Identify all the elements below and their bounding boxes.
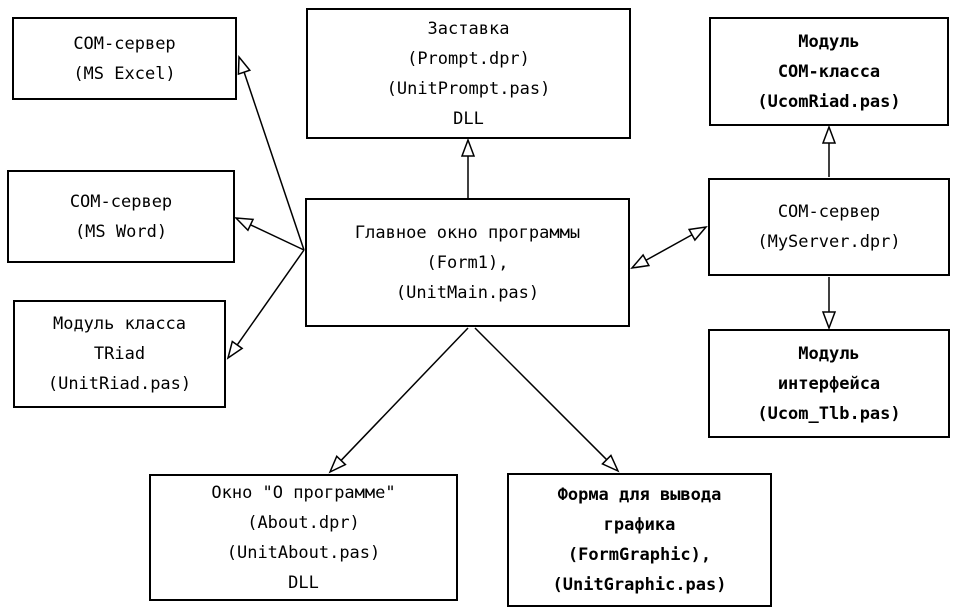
arrowhead-prompt — [460, 137, 476, 157]
node-label-line: Модуль класса — [52, 314, 187, 334]
edge-main-to-myserver — [645, 234, 693, 261]
node-label-line: интерфейса — [777, 373, 881, 394]
node-com-server-myserver: COM-сервер (MyServer.dpr) — [708, 178, 950, 276]
arrowhead-excel — [237, 54, 252, 76]
node-module-interface: Модуль интерфейса (Ucom_Tlb.pas) — [708, 329, 950, 438]
node-label-line: DLL — [453, 108, 484, 129]
node-label-line: (Prompt.dpr) — [407, 48, 530, 69]
arrowhead-word — [234, 217, 255, 232]
node-label-line: графика — [603, 515, 676, 535]
node-label-line: (UnitMain.pas) — [395, 282, 540, 303]
node-label-line: (UnitGraphic.pas) — [552, 575, 727, 595]
node-label-line: (MyServer.dpr) — [757, 232, 901, 252]
node-label-line: COM-сервер — [73, 33, 176, 54]
node-label-line: (Ucom_Tlb.pas) — [757, 403, 901, 424]
node-label-line: (UnitPrompt.pas) — [386, 78, 551, 99]
node-label-line: COM-сервер — [69, 191, 173, 212]
node-label-line: (UcomRiad.pas) — [757, 91, 901, 112]
node-label-line: Модуль — [798, 343, 860, 364]
node-label-line: Главное окно программы — [354, 222, 581, 243]
arrowhead-main — [630, 253, 651, 270]
node-label-line: Заставка — [427, 18, 510, 39]
node-label-line: Окно "О программе" — [211, 482, 396, 503]
arrowhead-triad — [226, 340, 244, 360]
node-com-server-ms-word: COM-сервер (MS Word) — [7, 170, 235, 263]
node-graphic-form: Форма для вывода графика (FormGraphic), (Un… — [507, 473, 772, 607]
node-about-window: Окно "О программе" (About.dpr) (UnitAbout.… — [149, 474, 458, 601]
arrowhead-comclass — [821, 124, 837, 144]
node-com-server-ms-excel: COM-сервер (MS Excel) — [12, 17, 237, 100]
node-label-line: (MS Word) — [74, 221, 168, 242]
edge-main-to-about — [340, 327, 469, 461]
arrowhead-interface — [821, 311, 837, 331]
node-prompt-splash: Заставка (Prompt.dpr) (UnitPrompt.pas) DLL — [306, 8, 631, 139]
node-label-line: Модуль — [798, 31, 860, 52]
node-label-line: DLL — [288, 572, 319, 593]
edge-main-to-graphic — [474, 327, 608, 461]
node-label-line: TRiad — [93, 344, 146, 364]
edge-main-to-triad — [236, 249, 305, 346]
node-label-line: (FormGraphic), — [567, 545, 712, 565]
edge-main-to-word — [250, 224, 305, 251]
arrowhead-graphic — [601, 454, 620, 473]
node-label-line: (MS Excel) — [73, 63, 176, 84]
node-label-line: COM-класса — [777, 61, 881, 82]
node-label-line: Форма для вывода — [557, 485, 722, 505]
node-label-line: (UnitAbout.pas) — [226, 542, 381, 563]
node-main-window: Главное окно программы (Form1), (UnitMain.… — [305, 198, 630, 327]
node-label-line: (Form1), — [426, 252, 509, 273]
arrowhead-myserver — [687, 225, 708, 242]
arrowhead-about — [328, 455, 347, 474]
node-label-line: (UnitRiad.pas) — [47, 374, 192, 394]
node-label-line: (About.dpr) — [247, 512, 360, 533]
edge-main-to-excel — [243, 71, 305, 251]
node-label-line: COM-сервер — [777, 202, 881, 222]
